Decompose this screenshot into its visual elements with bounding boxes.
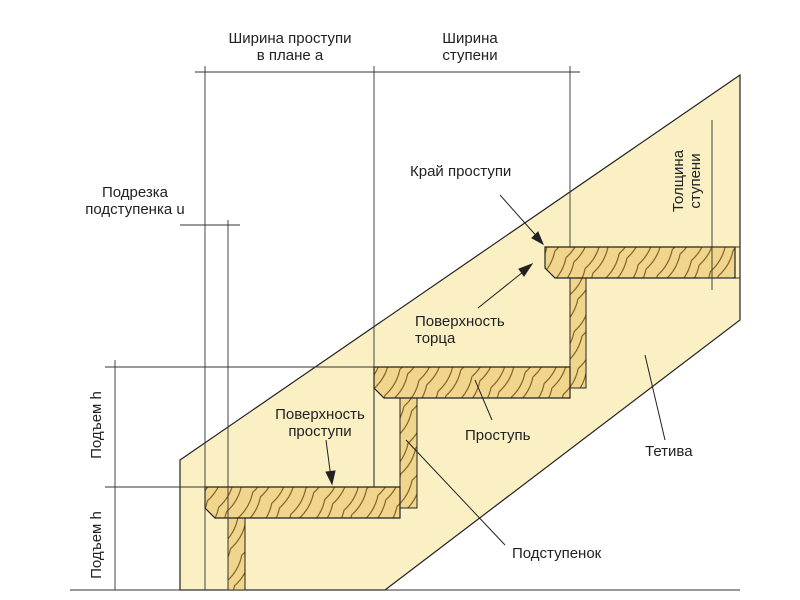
label-tread: Проступь	[465, 427, 531, 444]
label-line: ступени	[687, 153, 704, 209]
label-step-width: Ширина ступени	[410, 30, 530, 64]
label-line: Ширина	[442, 30, 498, 47]
label-line: Поверхность	[275, 406, 365, 423]
label-stringer: Тетива	[645, 443, 693, 460]
label-line: подступенка u	[85, 201, 185, 218]
label-tread-edge: Край проступи	[410, 163, 512, 180]
label-line: в плане a	[256, 47, 324, 64]
label-riser: Подступенок	[512, 545, 602, 562]
riser-2	[569, 271, 587, 389]
riser-0	[227, 509, 246, 591]
label-line: Подрезка	[101, 184, 168, 201]
label-line: проступи	[288, 423, 352, 440]
label-line: ступени	[442, 47, 498, 64]
label-line: Поверхность	[415, 313, 505, 330]
stringer	[179, 73, 741, 591]
dimension-lines	[70, 66, 740, 591]
label-riser-undercut: Подрезка подступенка u	[60, 184, 210, 218]
label-line: торца	[415, 330, 456, 347]
label-rise-upper: Подъем h	[88, 391, 105, 459]
label-tread-width-plan: Ширина проступи в плане a	[195, 30, 385, 64]
label-line: Ширина проступи	[228, 30, 352, 47]
label-end-surface: Поверхность торца	[415, 313, 505, 347]
tread-2	[373, 366, 571, 399]
riser-1	[399, 392, 418, 509]
label-tread-surface: Поверхность проступи	[255, 406, 385, 440]
label-step-thickness: Толщина ступени	[670, 126, 704, 236]
tread-3	[544, 246, 736, 279]
leader-lines	[325, 194, 666, 546]
label-line: Толщина	[670, 149, 687, 213]
tread-1	[204, 486, 401, 519]
label-rise-lower: Подъем h	[88, 511, 105, 579]
